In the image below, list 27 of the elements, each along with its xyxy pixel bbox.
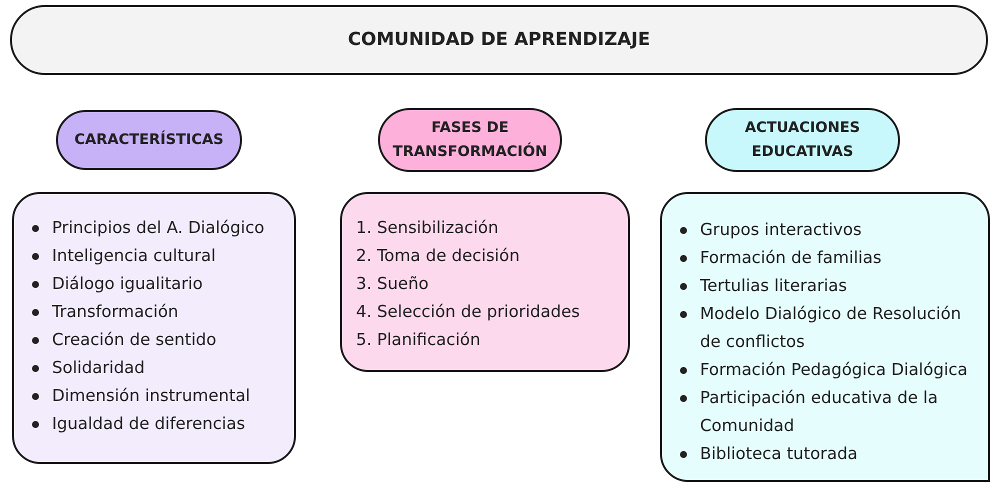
list-item: Solidaridad <box>28 354 284 382</box>
list-item: 3. Sueño <box>356 273 430 295</box>
list-item: Diálogo igualitario <box>28 270 284 298</box>
heading-text: COMUNIDAD DE APRENDIZAJE <box>346 28 652 52</box>
list-item: Principios del A. Dialógico <box>28 214 284 242</box>
list-item: Transformación <box>28 298 284 326</box>
list-item: Tertulias literarias <box>676 272 978 300</box>
list-item: 4. Selección de prioridades <box>356 301 581 323</box>
list-item: Inteligencia cultural <box>28 242 284 270</box>
list-item: 5. Planificación <box>356 329 482 351</box>
list-item: Grupos interactivos <box>676 216 978 244</box>
list-item: Dimensión instrumental <box>28 382 284 410</box>
list-item: Participación educativa de la Comunidad <box>676 384 978 440</box>
list-card <box>12 192 296 464</box>
list-item: Modelo Dialógico de Resolución de conflictos <box>676 300 978 356</box>
list-item: Creación de sentido <box>28 326 284 354</box>
list-item: 2. Toma de decisión <box>356 245 521 267</box>
list-card <box>660 192 990 482</box>
list-item: Igualdad de diferencias <box>28 410 284 438</box>
list-item: 1. Sensibilización <box>356 217 500 239</box>
heading-text: FASES DE TRANSFORMACIÓN <box>392 119 548 162</box>
list-item: Formación de familias <box>676 244 978 272</box>
heading-text: CARACTERÍSTICAS <box>73 130 225 150</box>
list-item: Formación Pedagógica Dialógica <box>676 356 978 384</box>
list-item: Biblioteca tutorada <box>676 440 978 468</box>
heading-text: ACTUACIONES EDUCATIVAS <box>744 119 862 162</box>
list-card <box>340 192 630 372</box>
